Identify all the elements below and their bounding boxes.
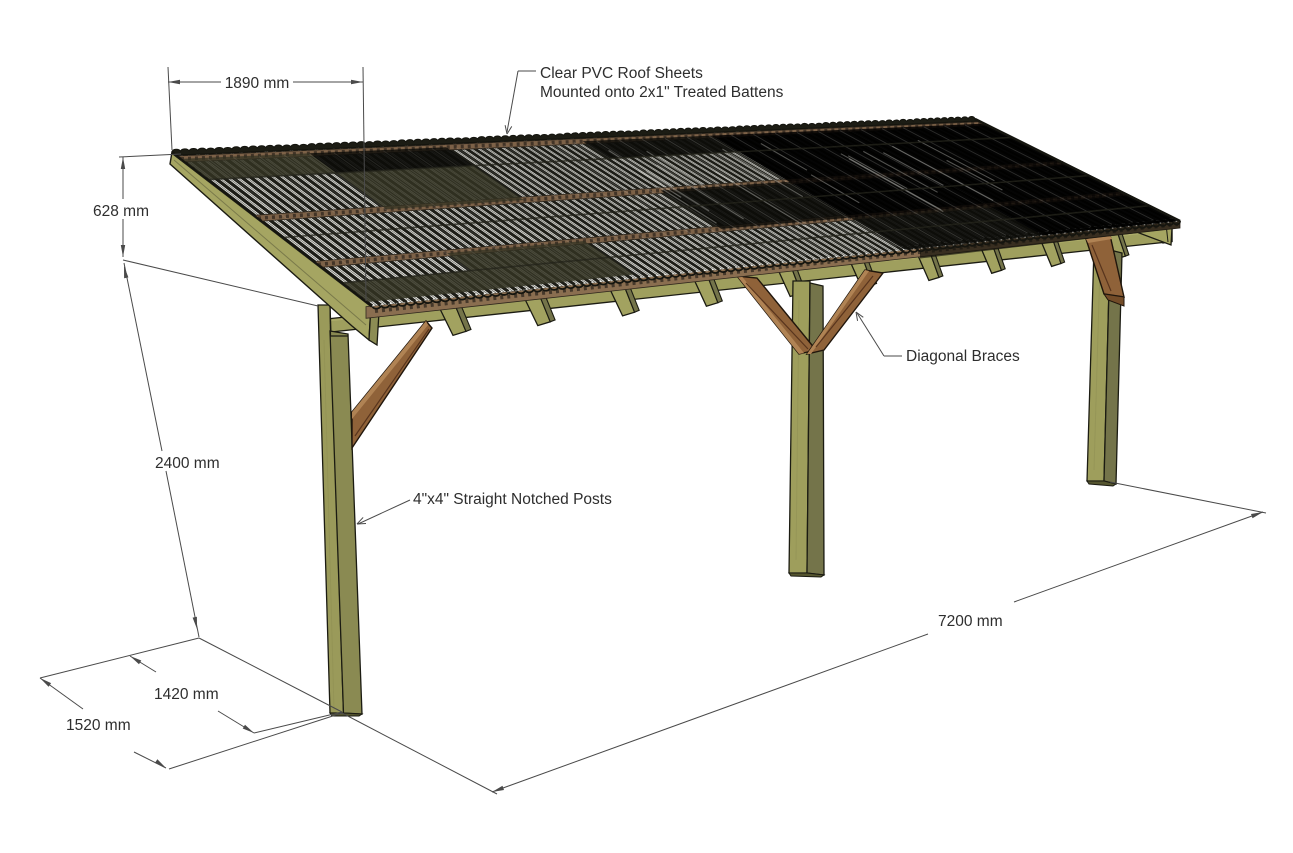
svg-text:Mounted onto 2x1" Treated Batt: Mounted onto 2x1" Treated Battens: [540, 84, 784, 101]
svg-text:4"x4" Straight Notched Posts: 4"x4" Straight Notched Posts: [413, 491, 612, 508]
svg-text:7200 mm: 7200 mm: [938, 613, 1003, 630]
svg-text:1420 mm: 1420 mm: [154, 686, 219, 703]
svg-text:2400 mm: 2400 mm: [155, 455, 220, 472]
svg-text:1520 mm: 1520 mm: [66, 717, 131, 734]
svg-text:Clear PVC Roof Sheets: Clear PVC Roof Sheets: [540, 65, 703, 82]
svg-text:628 mm: 628 mm: [93, 203, 149, 220]
svg-text:Diagonal Braces: Diagonal Braces: [906, 348, 1020, 365]
svg-text:1890 mm: 1890 mm: [225, 75, 290, 92]
